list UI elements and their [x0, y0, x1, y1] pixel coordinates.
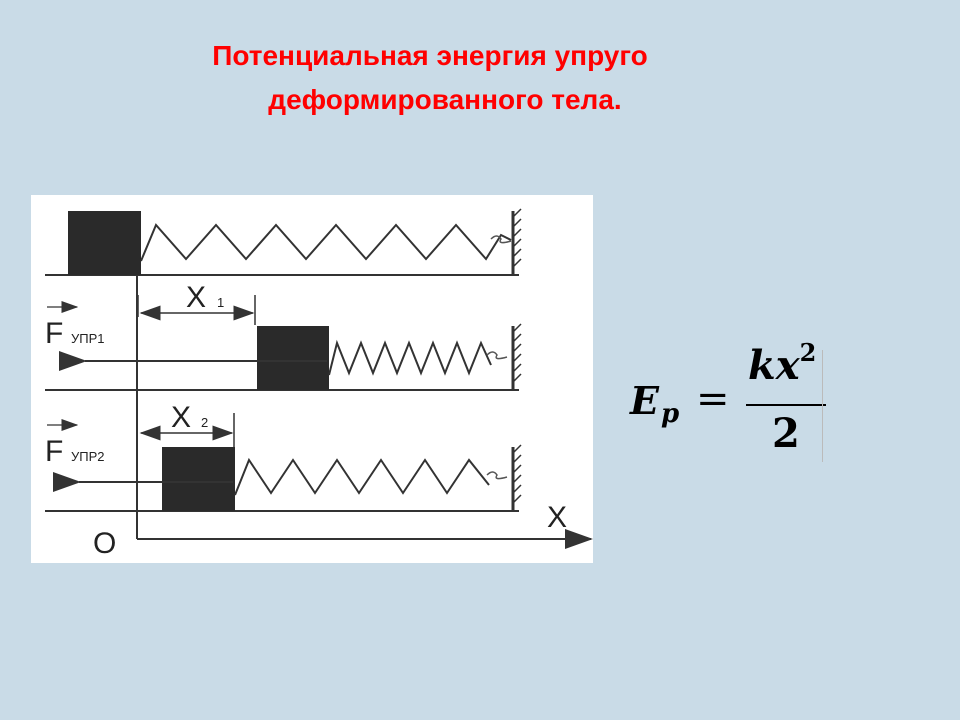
x-axis-label: X [547, 501, 567, 534]
wall-3 [511, 444, 522, 511]
x1-subscript: 1 [217, 295, 224, 310]
block-2 [257, 326, 329, 390]
wall-2 [511, 323, 522, 390]
formula-side-line [822, 350, 823, 462]
formula-exponent: 2 [799, 338, 817, 367]
wall-1 [511, 208, 522, 275]
formula-lhs: Ep [630, 378, 679, 429]
title-line-2: деформированного тела. [268, 84, 622, 115]
x2-subscript: 2 [201, 415, 208, 430]
spring-hook-2 [486, 351, 508, 360]
block-1 [68, 211, 141, 275]
origin-label: O [93, 527, 116, 560]
f2-label: F [45, 435, 63, 468]
formula-kx: kx [748, 342, 800, 389]
spring-diagram-svg: X 1 F УПР1 X 2 F УПР2 [45, 208, 593, 560]
block-3 [162, 447, 235, 511]
x1-label: X [186, 281, 206, 314]
formula-numerator: kx2 [748, 338, 816, 389]
formula-equals: = [696, 376, 730, 422]
spring-2 [328, 339, 492, 376]
title-line-1: Потенциальная энергия упруго [212, 40, 648, 71]
f1-subscript: УПР1 [71, 331, 105, 346]
formula-e: E [630, 378, 659, 423]
spring-hook-1 [490, 235, 512, 244]
spring-hook-3 [486, 471, 508, 480]
x2-label: X [171, 401, 191, 434]
f2-subscript: УПР2 [71, 449, 105, 464]
formula-denominator: 2 [772, 410, 800, 457]
spring-diagram: X 1 F УПР1 X 2 F УПР2 [31, 195, 593, 563]
spring-3 [234, 457, 490, 496]
potential-energy-formula: Ep = kx2 2 [626, 338, 836, 470]
slide-title: Потенциальная энергия упруго деформирова… [0, 34, 860, 122]
fraction-bar [746, 404, 826, 406]
formula-p-subscript: p [660, 399, 680, 429]
f1-label: F [45, 317, 63, 350]
spring-1 [140, 223, 512, 262]
